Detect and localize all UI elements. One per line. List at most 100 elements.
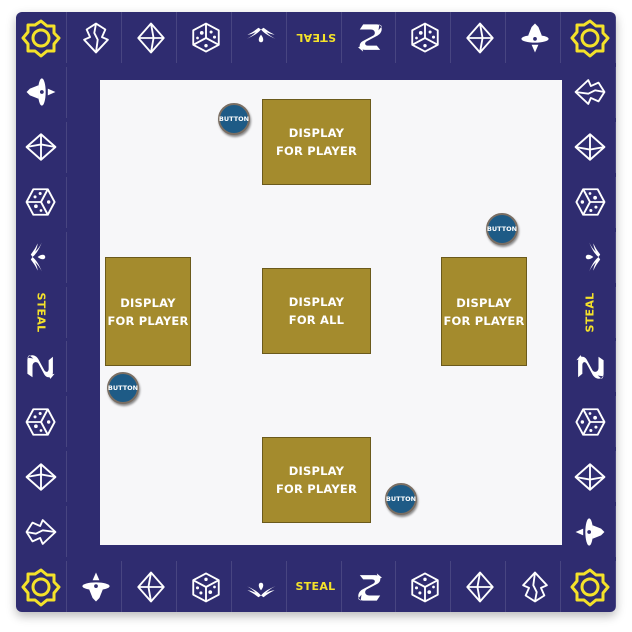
dice-space[interactable] <box>565 176 616 228</box>
panel-line: FOR PLAYER <box>275 144 358 158</box>
gem-shard-icon <box>79 21 113 55</box>
diamond-space[interactable] <box>126 561 177 612</box>
dice-icon <box>189 21 223 55</box>
gem-shard-icon <box>518 570 552 604</box>
dice-icon <box>573 185 607 219</box>
player-display-left[interactable]: DISPLAY FOR PLAYER <box>105 257 191 366</box>
knot-space[interactable] <box>345 561 397 612</box>
gem-shard-space[interactable] <box>565 66 616 118</box>
ship-icon <box>24 75 58 109</box>
knot-icon <box>573 350 607 384</box>
knot-icon <box>353 570 387 604</box>
diamond-space[interactable] <box>455 12 507 63</box>
diamond-space[interactable] <box>16 451 67 503</box>
wings-icon <box>573 240 607 274</box>
diamond-space[interactable] <box>126 12 177 63</box>
diamond-icon <box>463 570 497 604</box>
panel-line: FOR PLAYER <box>443 313 525 328</box>
wings-icon <box>244 570 278 604</box>
ship-space[interactable] <box>71 561 122 612</box>
gem-shard-space[interactable] <box>71 12 122 63</box>
steal-space[interactable]: STEAL <box>565 286 616 338</box>
steal-label: STEAL <box>295 31 336 44</box>
diamond-space[interactable] <box>16 121 67 173</box>
dice-icon <box>408 570 442 604</box>
portal-ring-icon <box>570 18 610 58</box>
player-button-left[interactable]: BUTTON <box>107 372 139 404</box>
knot-icon <box>24 350 58 384</box>
panel-line: DISPLAY <box>288 126 345 140</box>
dice-icon <box>24 405 58 439</box>
steal-space[interactable]: STEAL <box>291 561 342 612</box>
gem-shard-space[interactable] <box>16 506 67 558</box>
dice-space[interactable] <box>565 396 616 448</box>
dice-space[interactable] <box>16 176 67 228</box>
panel-line: FOR ALL <box>288 313 345 327</box>
ship-icon <box>573 515 607 549</box>
panel-line: FOR PLAYER <box>275 482 358 496</box>
steal-label: STEAL <box>34 292 48 332</box>
knot-space[interactable] <box>565 341 616 393</box>
knot-icon <box>353 21 387 55</box>
dice-space[interactable] <box>181 561 232 612</box>
player-display-right[interactable]: DISPLAY FOR PLAYER <box>441 257 527 366</box>
dice-icon <box>189 570 223 604</box>
dice-icon <box>408 21 442 55</box>
player-button-top[interactable]: BUTTON <box>218 103 250 135</box>
wings-space[interactable] <box>16 231 67 283</box>
gem-shard-icon <box>573 75 607 109</box>
portal-ring-icon <box>21 567 61 607</box>
diamond-space[interactable] <box>565 451 616 503</box>
gem-shard-icon <box>24 515 58 549</box>
wings-space[interactable] <box>236 561 287 612</box>
steal-label: STEAL <box>295 580 336 593</box>
portal-ring-space[interactable] <box>16 12 67 63</box>
diamond-icon <box>573 130 607 164</box>
gem-shard-space[interactable] <box>510 561 562 612</box>
wings-icon <box>24 240 58 274</box>
ship-space[interactable] <box>510 12 562 63</box>
steal-space[interactable]: STEAL <box>291 12 342 63</box>
portal-ring-space[interactable] <box>16 561 67 612</box>
diamond-icon <box>134 570 168 604</box>
knot-space[interactable] <box>345 12 397 63</box>
dice-icon <box>24 185 58 219</box>
diamond-space[interactable] <box>565 121 616 173</box>
steal-space[interactable]: STEAL <box>16 286 67 338</box>
portal-ring-space[interactable] <box>565 561 616 612</box>
knot-space[interactable] <box>16 341 67 393</box>
player-display-bottom[interactable]: DISPLAY FOR PLAYER <box>262 437 371 523</box>
portal-ring-icon <box>21 18 61 58</box>
wings-space[interactable] <box>236 12 287 63</box>
diamond-icon <box>24 130 58 164</box>
diamond-icon <box>24 460 58 494</box>
player-button-right[interactable]: BUTTON <box>486 213 518 245</box>
panel-line: DISPLAY <box>288 295 345 309</box>
panel-line: DISPLAY <box>288 464 345 478</box>
ship-icon <box>79 570 113 604</box>
player-display-top[interactable]: DISPLAY FOR PLAYER <box>262 99 371 185</box>
ship-space[interactable] <box>565 506 616 558</box>
dice-icon <box>573 405 607 439</box>
panel-line: DISPLAY <box>120 295 176 310</box>
ship-icon <box>518 21 552 55</box>
wings-space[interactable] <box>565 231 616 283</box>
dice-space[interactable] <box>400 561 452 612</box>
portal-ring-space[interactable] <box>565 12 616 63</box>
diamond-icon <box>134 21 168 55</box>
shared-display-center[interactable]: DISPLAY FOR ALL <box>262 268 371 354</box>
diamond-space[interactable] <box>455 561 507 612</box>
diamond-icon <box>573 460 607 494</box>
steal-label: STEAL <box>583 292 597 332</box>
player-button-bottom[interactable]: BUTTON <box>385 483 417 515</box>
diamond-icon <box>463 21 497 55</box>
panel-line: DISPLAY <box>456 295 512 310</box>
dice-space[interactable] <box>16 396 67 448</box>
dice-space[interactable] <box>181 12 232 63</box>
wings-icon <box>244 21 278 55</box>
dice-space[interactable] <box>400 12 452 63</box>
portal-ring-icon <box>570 567 610 607</box>
ship-space[interactable] <box>16 66 67 118</box>
panel-line: FOR PLAYER <box>107 313 189 328</box>
